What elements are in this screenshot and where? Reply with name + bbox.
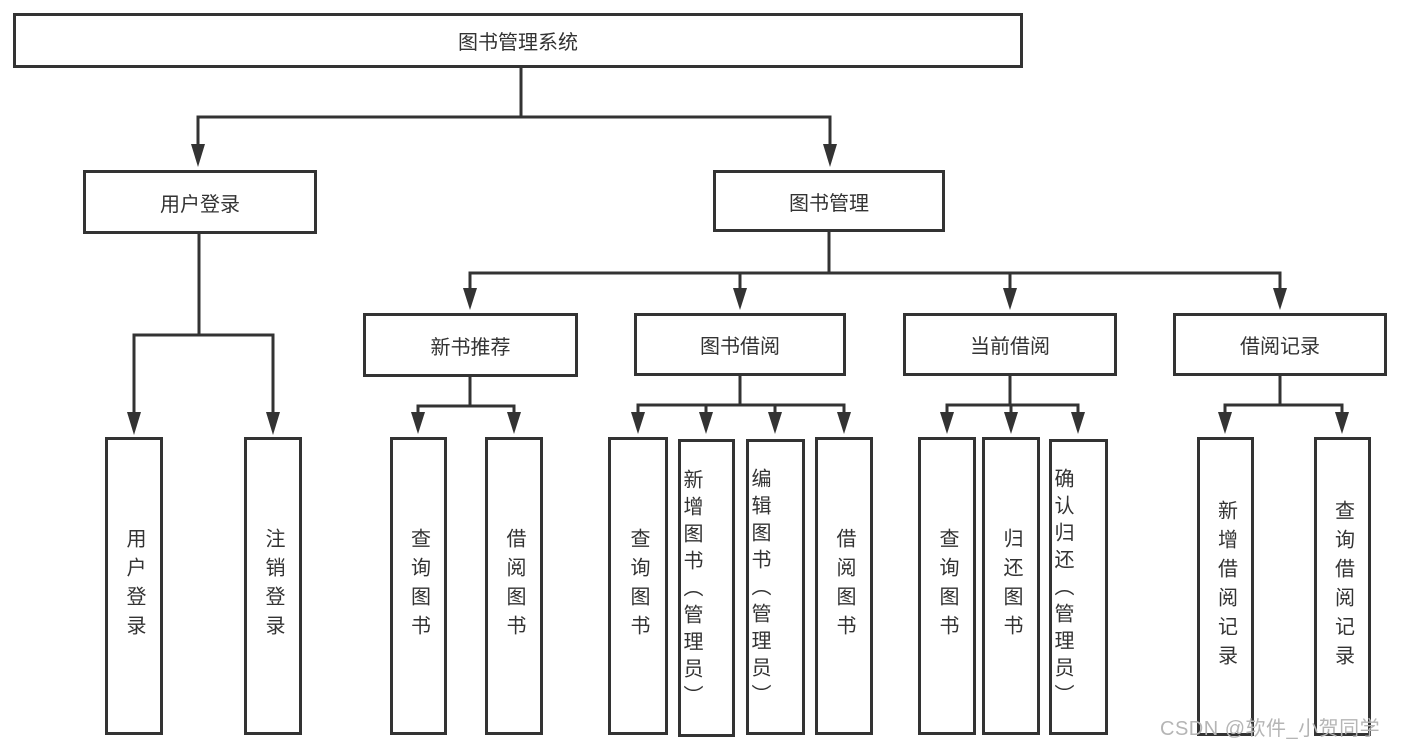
arrowhead (266, 412, 280, 435)
arrowhead (1218, 412, 1232, 434)
connector-book-borrow (636, 374, 846, 416)
arrowhead (733, 288, 747, 310)
node-current-borrow: 当前借阅 (903, 313, 1117, 376)
node-book-management: 图书管理 (713, 170, 945, 232)
node-label: 借阅图书 (833, 528, 855, 644)
leaf-bb-query-book: 查询图书 (608, 437, 668, 735)
leaf-cb-confirm-return-admin: 确认归还（管理员） (1049, 439, 1108, 735)
csdn-watermark: CSDN @软件_小贺同学 (1160, 718, 1381, 740)
node-label: 用户登录 (160, 193, 240, 216)
node-label: 图书管理 (789, 192, 869, 215)
leaf-bb-edit-book-admin: 编辑图书（管理员） (746, 439, 805, 735)
arrowhead (507, 412, 521, 434)
connector-user-login (132, 232, 275, 416)
node-root-library-system: 图书管理系统 (13, 13, 1023, 68)
connector-borrow-records (1223, 374, 1344, 416)
node-user-login: 用户登录 (83, 170, 317, 234)
leaf-nbr-borrow-book: 借阅图书 (485, 437, 543, 735)
leaf-br-query-record: 查询借阅记录 (1314, 437, 1371, 736)
leaf-br-add-record: 新增借阅记录 (1197, 437, 1254, 736)
node-new-book-recommend: 新书推荐 (363, 313, 578, 377)
leaf-bb-borrow-book: 借阅图书 (815, 437, 873, 735)
connector-book-management (468, 230, 1282, 292)
node-label: 新书推荐 (430, 336, 511, 359)
node-borrow-records: 借阅记录 (1173, 313, 1387, 376)
arrowhead (1003, 288, 1017, 310)
arrowhead (1004, 412, 1018, 434)
node-label: 图书借阅 (700, 336, 780, 358)
leaf-cb-query-book: 查询图书 (918, 437, 976, 735)
leaf-logout: 注销登录 (244, 437, 302, 735)
connector-current-borrow (945, 374, 1080, 416)
leaf-user-login: 用户登录 (105, 437, 163, 735)
arrowhead (631, 412, 645, 434)
arrowhead (940, 412, 954, 434)
node-label: 用户登录 (123, 528, 145, 644)
leaf-bb-add-book-admin: 新增图书（管理员） (678, 439, 735, 737)
arrowhead (463, 288, 477, 310)
arrowhead (411, 412, 425, 434)
arrowhead (127, 412, 141, 435)
arrowhead (699, 412, 713, 434)
node-label: 确认归还（管理员） (1051, 468, 1073, 711)
arrowhead (191, 144, 205, 167)
arrowhead (1273, 288, 1287, 310)
arrowhead (1335, 412, 1349, 434)
leaf-cb-return-book: 归还图书 (982, 437, 1040, 735)
arrowhead (823, 144, 837, 167)
node-label: 图书管理系统 (458, 32, 578, 54)
node-label: 借阅记录 (1240, 336, 1320, 358)
node-label: 查询借阅记录 (1331, 499, 1354, 674)
node-label: 注销登录 (262, 528, 284, 644)
arrowhead (1071, 412, 1085, 434)
leaf-nbr-query-book: 查询图书 (390, 437, 447, 735)
node-label: 查询图书 (407, 528, 430, 644)
connector-root (196, 65, 832, 148)
node-label: 查询图书 (936, 528, 958, 644)
node-label: 归还图书 (1000, 528, 1022, 644)
node-label: 编辑图书（管理员） (748, 468, 770, 711)
arrowhead (768, 412, 782, 434)
connector-new-book-recommend (416, 375, 516, 416)
node-book-borrow: 图书借阅 (634, 313, 846, 376)
node-label: 当前借阅 (970, 336, 1050, 358)
node-label: 查询图书 (627, 528, 649, 644)
node-label: 新增借阅记录 (1214, 499, 1237, 674)
node-label: 借阅图书 (503, 528, 525, 644)
arrowhead (837, 412, 851, 434)
node-label: 新增图书（管理员） (680, 469, 702, 712)
